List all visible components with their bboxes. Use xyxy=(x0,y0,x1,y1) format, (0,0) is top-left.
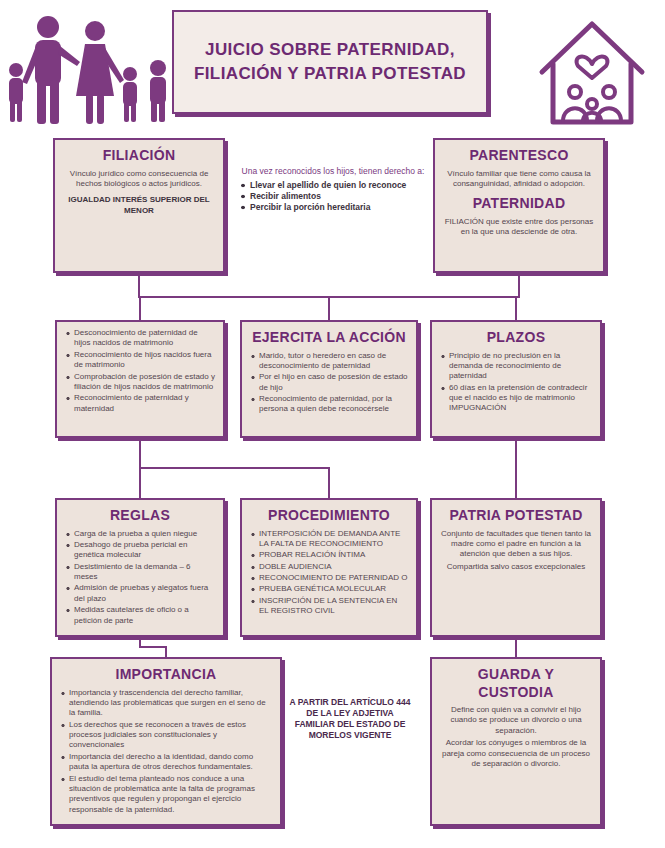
family-illustration-part xyxy=(9,78,23,104)
box-text: Vínculo jurídico como consecuencia de he… xyxy=(63,169,215,190)
rights-item: Recibir alimentos xyxy=(240,191,426,202)
bullet-text: Reconocimiento de paternidad, por la per… xyxy=(250,394,408,415)
family-illustration-part xyxy=(151,100,157,122)
connector-line xyxy=(515,637,517,657)
bullet-text: RECONOCIMIENTO DE PATERNIDAD O xyxy=(250,573,408,583)
connector-line xyxy=(140,637,166,657)
rights-item: Percibir la porción hereditaria xyxy=(240,202,426,213)
box-heading: IMPORTANCIA xyxy=(60,666,272,684)
family-illustration-part xyxy=(123,67,137,81)
bullet-text: Desahogo de prueba pericial en genética … xyxy=(65,540,215,561)
house-icon-part xyxy=(603,86,615,98)
family-illustration-part xyxy=(150,77,166,104)
family-illustration-part xyxy=(76,44,114,96)
family-illustration xyxy=(9,16,166,124)
house-icon-part xyxy=(553,64,631,122)
connector-line xyxy=(140,438,329,498)
house-icon-part xyxy=(583,113,601,121)
title-box: JUICIO SOBRE PATERNIDAD, FILIACIÓN Y PAT… xyxy=(172,10,488,114)
bullet-text: Admisión de pruebas y alegatos fuera del… xyxy=(65,583,215,604)
family-illustration-part xyxy=(85,21,105,41)
bullet-text: Reconocimiento de paternidad y maternida… xyxy=(65,393,215,414)
bullet-text: Comprobación de posesión de estado y fil… xyxy=(65,372,215,393)
bullet-text: PRUEBA GENÉTICA MOLECULAR xyxy=(250,584,408,594)
box-heading: REGLAS xyxy=(65,507,215,525)
connector-line xyxy=(140,273,519,320)
family-illustration-part xyxy=(35,40,61,86)
bullet-text: PROBAR RELACIÓN ÍNTIMA xyxy=(250,550,408,560)
intro-text: Una vez reconocidos los hijos, tienen de… xyxy=(240,166,426,177)
family-illustration-part xyxy=(50,80,59,124)
info-box: IMPORTANCIA Importancia y trascendencia d… xyxy=(50,657,282,826)
family-illustration-part xyxy=(22,46,40,84)
house-icon-part xyxy=(577,57,608,78)
source-note: A PARTIR DEL ARTÍCULO 444 DE LA LEY ADJE… xyxy=(288,697,412,741)
bullet-text: INSCRIPCIÓN DE LA SENTENCIA EN EL REGIST… xyxy=(250,596,408,617)
box-text: Define con quién va a convivir el hijo c… xyxy=(440,705,592,736)
box-text: IGUALDAD INTERÉS SUPERIOR DEL MENOR xyxy=(63,195,215,216)
info-box: PLAZOS Principio de no preclusión en la d… xyxy=(430,320,602,438)
family-illustration-part xyxy=(159,100,165,122)
family-illustration-part xyxy=(17,100,22,122)
box-heading: PROCEDIMIENTO xyxy=(250,507,408,525)
info-box: PROCEDIMIENTO INTERPOSICIÓN DE DEMANDA AN… xyxy=(240,498,418,637)
bullet-text: DOBLE AUDIENCIA xyxy=(250,562,408,572)
family-illustration-part xyxy=(37,16,59,38)
bullet-text: Desistimiento de la demanda – 6 meses xyxy=(65,562,215,583)
family-illustration-part xyxy=(131,102,136,122)
box-text: Vínculo familiar que tiene como causa la… xyxy=(443,169,595,190)
info-box: PATRIA POTESTAD Conjunto de facultades qu… xyxy=(430,498,602,637)
info-box: PARENTESCO Vínculo familiar que tiene com… xyxy=(433,138,605,273)
diagram-title: JUICIO SOBRE PATERNIDAD, FILIACIÓN Y PAT… xyxy=(182,38,478,86)
bullet-text: Medidas cautelares de oficio o a petició… xyxy=(65,605,215,626)
box-text: Acordar los cónyuges o miembros de la pa… xyxy=(440,738,592,769)
bullet-text: 60 días en la pretensión de contradecir … xyxy=(440,383,592,414)
box-heading: PLAZOS xyxy=(440,329,592,347)
box-text: FILIACIÓN que existe entre dos personas … xyxy=(443,217,595,238)
rights-item: Llevar el apellido de quien lo reconoce xyxy=(240,180,426,191)
box-heading: EJERCITA LA ACCIÓN xyxy=(250,329,408,347)
family-illustration-part xyxy=(97,94,104,124)
info-box: FILIACIÓN Vínculo jurídico como consecuen… xyxy=(53,138,225,273)
bullet-text: Por el hijo en caso de posesión de estad… xyxy=(250,372,408,393)
box-heading: FILIACIÓN xyxy=(63,147,215,165)
connector-line xyxy=(516,273,519,320)
family-illustration-part xyxy=(86,94,93,124)
house-icon-part xyxy=(587,99,597,109)
bullet-text: Los derechos que se reconocen a través d… xyxy=(60,720,272,751)
bullet-text: El estudio del tema planteado nos conduc… xyxy=(60,774,272,816)
house-icon xyxy=(542,24,642,122)
bullet-text: Desconocimiento de paternidad de hijos n… xyxy=(65,328,215,349)
bullet-text: INTERPOSICIÓN DE DEMANDA ANTE LA FALTA D… xyxy=(250,529,408,550)
box-text: Compartida salvo casos excepcionales xyxy=(440,562,592,572)
family-illustration-part xyxy=(150,60,166,76)
bullet-text: Importancia del derecho a la identidad, … xyxy=(60,752,272,773)
info-box: REGLASCarga de la prueba a quien niegueD… xyxy=(55,498,225,637)
box-heading: PATRIA POTESTAD xyxy=(440,507,592,525)
box-heading: PATERNIDAD xyxy=(443,195,595,213)
connector-line xyxy=(329,273,519,320)
bullet-text: Marido, tutor o heredero en caso de desc… xyxy=(250,351,408,372)
bullet-text: Importancia y trascendencia del derecho … xyxy=(60,688,272,719)
box-text: Conjunto de facultades que tienen tanto … xyxy=(440,529,592,560)
family-illustration-part xyxy=(37,80,46,124)
info-box: Desconocimiento de paternidad de hijos n… xyxy=(55,320,225,438)
family-illustration-part xyxy=(124,102,129,122)
info-box: EJERCITA LA ACCIÓN Marido, tutor o herede… xyxy=(240,320,418,438)
bullet-text: Carga de la prueba a quien niegue xyxy=(65,529,215,539)
family-illustration-part xyxy=(58,46,80,66)
box-heading: GUARDA Y CUSTODIA xyxy=(440,666,592,701)
info-box: GUARDA Y CUSTODIA Define con quién va a c… xyxy=(430,657,602,826)
box-heading: PARENTESCO xyxy=(443,147,595,165)
house-icon-part xyxy=(569,86,581,98)
connector-line xyxy=(515,438,517,498)
bullet-text: Reconocimiento de hijos nacidos fuera de… xyxy=(65,350,215,371)
family-illustration-part xyxy=(9,63,23,77)
bullet-text: Principio de no preclusión en la demanda… xyxy=(440,351,592,382)
family-illustration-part xyxy=(10,100,15,122)
rights-list: Una vez reconocidos los hijos, tienen de… xyxy=(240,166,426,213)
family-illustration-part xyxy=(102,48,124,83)
